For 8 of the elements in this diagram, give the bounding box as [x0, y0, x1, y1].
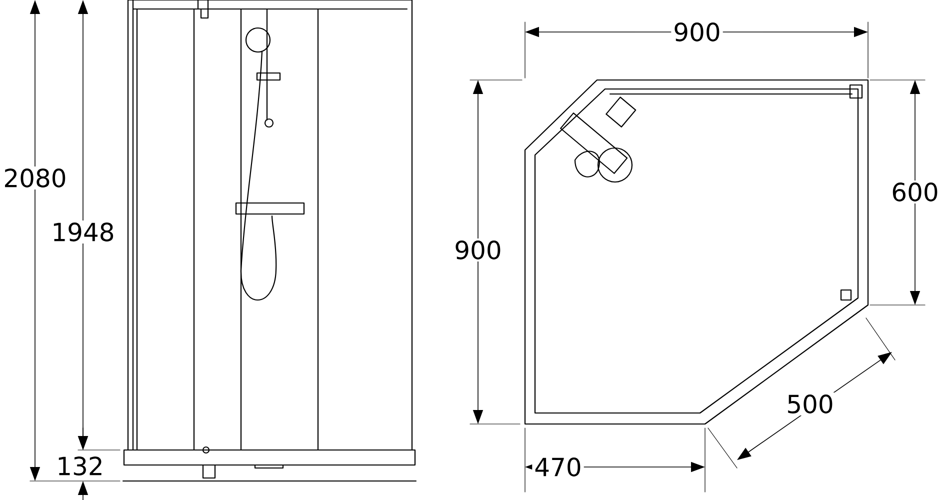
dimension-label: 470 [532, 456, 584, 478]
dimension-label: 600 [889, 180, 941, 204]
dimension-label: 900 [452, 238, 504, 262]
dimension-label: 900 [671, 20, 723, 44]
dimension-label: 500 [784, 392, 836, 416]
dimension-label: 2080 [1, 166, 69, 190]
dimension-label: 132 [54, 454, 106, 478]
dimension-label: 1948 [49, 220, 117, 244]
